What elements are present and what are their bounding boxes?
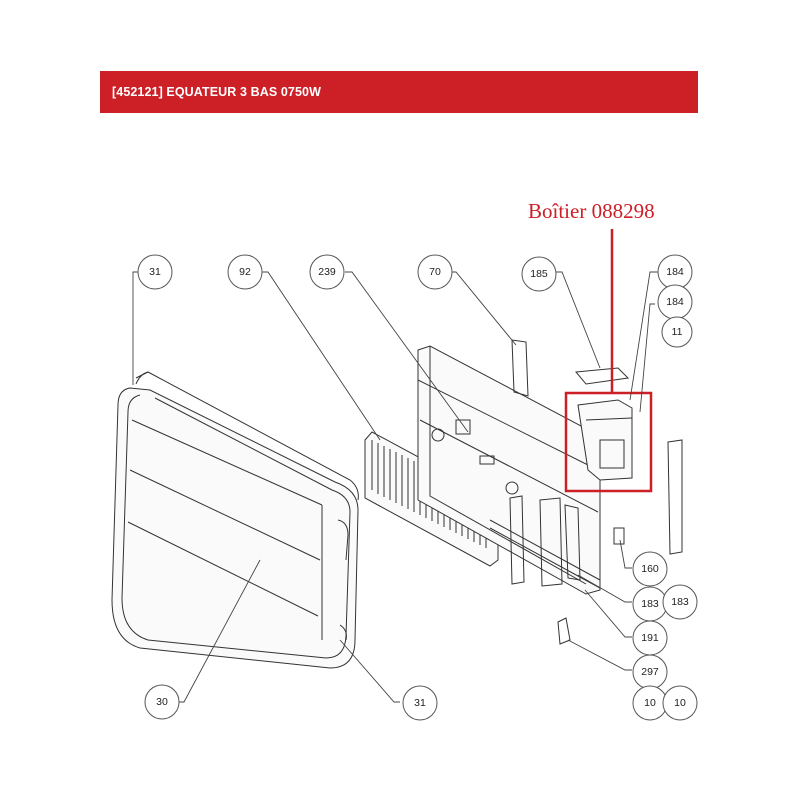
callout-297: 297 (632, 654, 668, 690)
callout-label: 92 (239, 266, 251, 278)
front-panel (111, 371, 359, 669)
leader-lines (132, 271, 658, 703)
page-title: [452121] EQUATEUR 3 BAS 0750W (112, 85, 321, 99)
annotation-label: Boîtier 088298 (528, 199, 655, 223)
callout-label: 297 (641, 666, 659, 678)
callout-label: 160 (641, 563, 659, 575)
callout-30: 30 (144, 684, 180, 720)
callout-label: 70 (429, 266, 441, 278)
callout-191: 191 (632, 620, 668, 656)
callout-10-b: 10 (662, 685, 698, 721)
callout-10-a: 10 (632, 685, 668, 721)
callout-184-a: 184 (657, 254, 693, 290)
callout-label: 10 (644, 697, 656, 709)
callout-31-top: 31 (137, 254, 173, 290)
callout-label: 183 (641, 598, 659, 610)
callout-label: 184 (666, 296, 684, 308)
highlight-box (564, 391, 653, 493)
callout-label: 239 (318, 266, 336, 278)
electronic-box (557, 367, 683, 645)
callout-label: 185 (530, 268, 548, 280)
callout-184-b: 184 (657, 284, 693, 320)
callout-11: 11 (661, 316, 693, 348)
callout-183-a: 183 (632, 586, 668, 622)
title-bar: [452121] EQUATEUR 3 BAS 0750W (100, 71, 698, 113)
callout-183-b: 183 (662, 584, 698, 620)
callout-239: 239 (309, 254, 345, 290)
callout-label: 31 (149, 266, 161, 278)
callout-92: 92 (227, 254, 263, 290)
callout-label: 184 (666, 266, 684, 278)
back-frame (417, 339, 601, 595)
callout-70: 70 (417, 254, 453, 290)
callout-label: 191 (641, 632, 659, 644)
callout-label: 31 (414, 697, 426, 709)
callout-160: 160 (632, 551, 668, 587)
callout-31-bottom: 31 (402, 685, 438, 721)
callout-label: 10 (674, 697, 686, 709)
callout-label: 183 (671, 596, 689, 608)
callout-label: 30 (156, 696, 168, 708)
callout-label: 11 (672, 326, 683, 338)
callout-185: 185 (521, 256, 557, 292)
